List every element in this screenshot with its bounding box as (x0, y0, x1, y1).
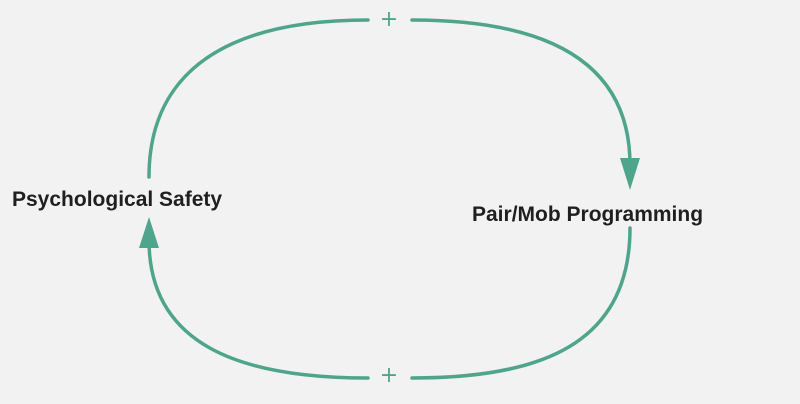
link-psych-to-pair (147, 18, 632, 179)
link-pair-to-psych (147, 226, 632, 380)
node-psychological-safety: Psychological Safety (12, 188, 223, 211)
arrowhead-up-icon (139, 217, 159, 248)
node-pair-mob-programming: Pair/Mob Programming (472, 203, 704, 226)
polarity-bottom: + (379, 363, 399, 388)
arrowhead-down-icon (620, 158, 640, 190)
polarity-top: + (379, 7, 399, 32)
